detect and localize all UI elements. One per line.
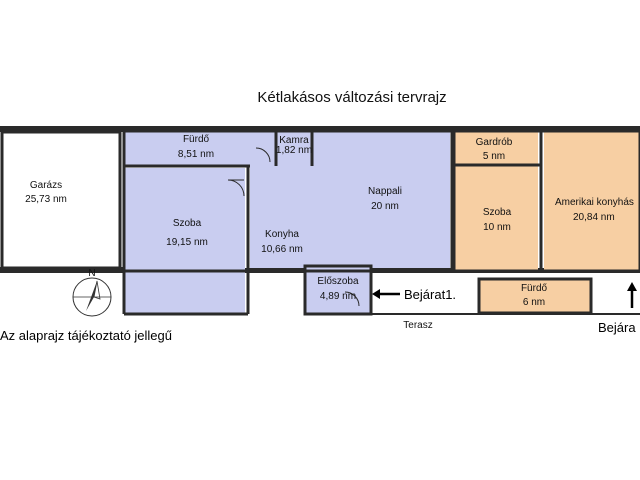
- garage-name: Garázs: [30, 180, 62, 191]
- living-kitchen-area: [250, 132, 450, 268]
- entrance-1-arrow-icon: [372, 289, 400, 299]
- kitchen-area: 10,66 nm: [261, 244, 303, 255]
- wardrobe-room: [455, 132, 538, 164]
- pantry-name: Kamra: [279, 135, 309, 146]
- kitchen-name: Konyha: [265, 229, 299, 240]
- room-a-name: Szoba: [173, 218, 202, 229]
- room-a: [125, 168, 245, 313]
- entrance-1-label: Bejárat1.: [404, 287, 456, 302]
- room-b-area: 10 nm: [483, 222, 511, 233]
- american-kitchen-area: 20,84 nm: [573, 212, 615, 223]
- room-a-area: 19,15 nm: [166, 237, 208, 248]
- terrace-outline: [0, 267, 640, 315]
- compass-label: N: [88, 268, 95, 279]
- room-b: [455, 166, 538, 270]
- hall-name: Előszoba: [317, 276, 359, 287]
- wardrobe-name: Gardrób: [476, 137, 513, 148]
- bathroom-b-room: [480, 280, 590, 312]
- garage-room: [0, 130, 122, 270]
- plan-title: Kétlakásos változási tervrajz: [257, 89, 446, 106]
- bathroom-b-area: 6 nm: [523, 297, 545, 308]
- wardrobe-area: 5 nm: [483, 151, 505, 162]
- top-wall: [0, 126, 640, 132]
- bathroom-a-area: 8,51 nm: [178, 149, 214, 160]
- american-kitchen-room: [544, 132, 640, 270]
- bathroom-b-name: Fürdő: [521, 283, 548, 294]
- entrance-2-label: Bejára: [598, 320, 636, 335]
- disclaimer-note: Az alaprajz tájékoztató jellegű: [0, 328, 172, 343]
- hall-room: [305, 266, 371, 314]
- terrace-label: Terasz: [403, 320, 432, 331]
- pantry-area: 1,82 nm: [276, 145, 312, 156]
- entrance-2-arrow-icon: [627, 282, 637, 308]
- living-area: 20 nm: [371, 201, 399, 212]
- bathroom-a-name: Fürdő: [183, 134, 210, 145]
- living-name: Nappali: [368, 186, 402, 197]
- hall-area: 4,89 nm: [320, 291, 356, 302]
- garage-area: 25,73 nm: [25, 194, 67, 205]
- american-kitchen-name: Amerikai konyhás: [555, 197, 634, 208]
- compass-icon: [72, 277, 112, 317]
- room-b-name: Szoba: [483, 207, 512, 218]
